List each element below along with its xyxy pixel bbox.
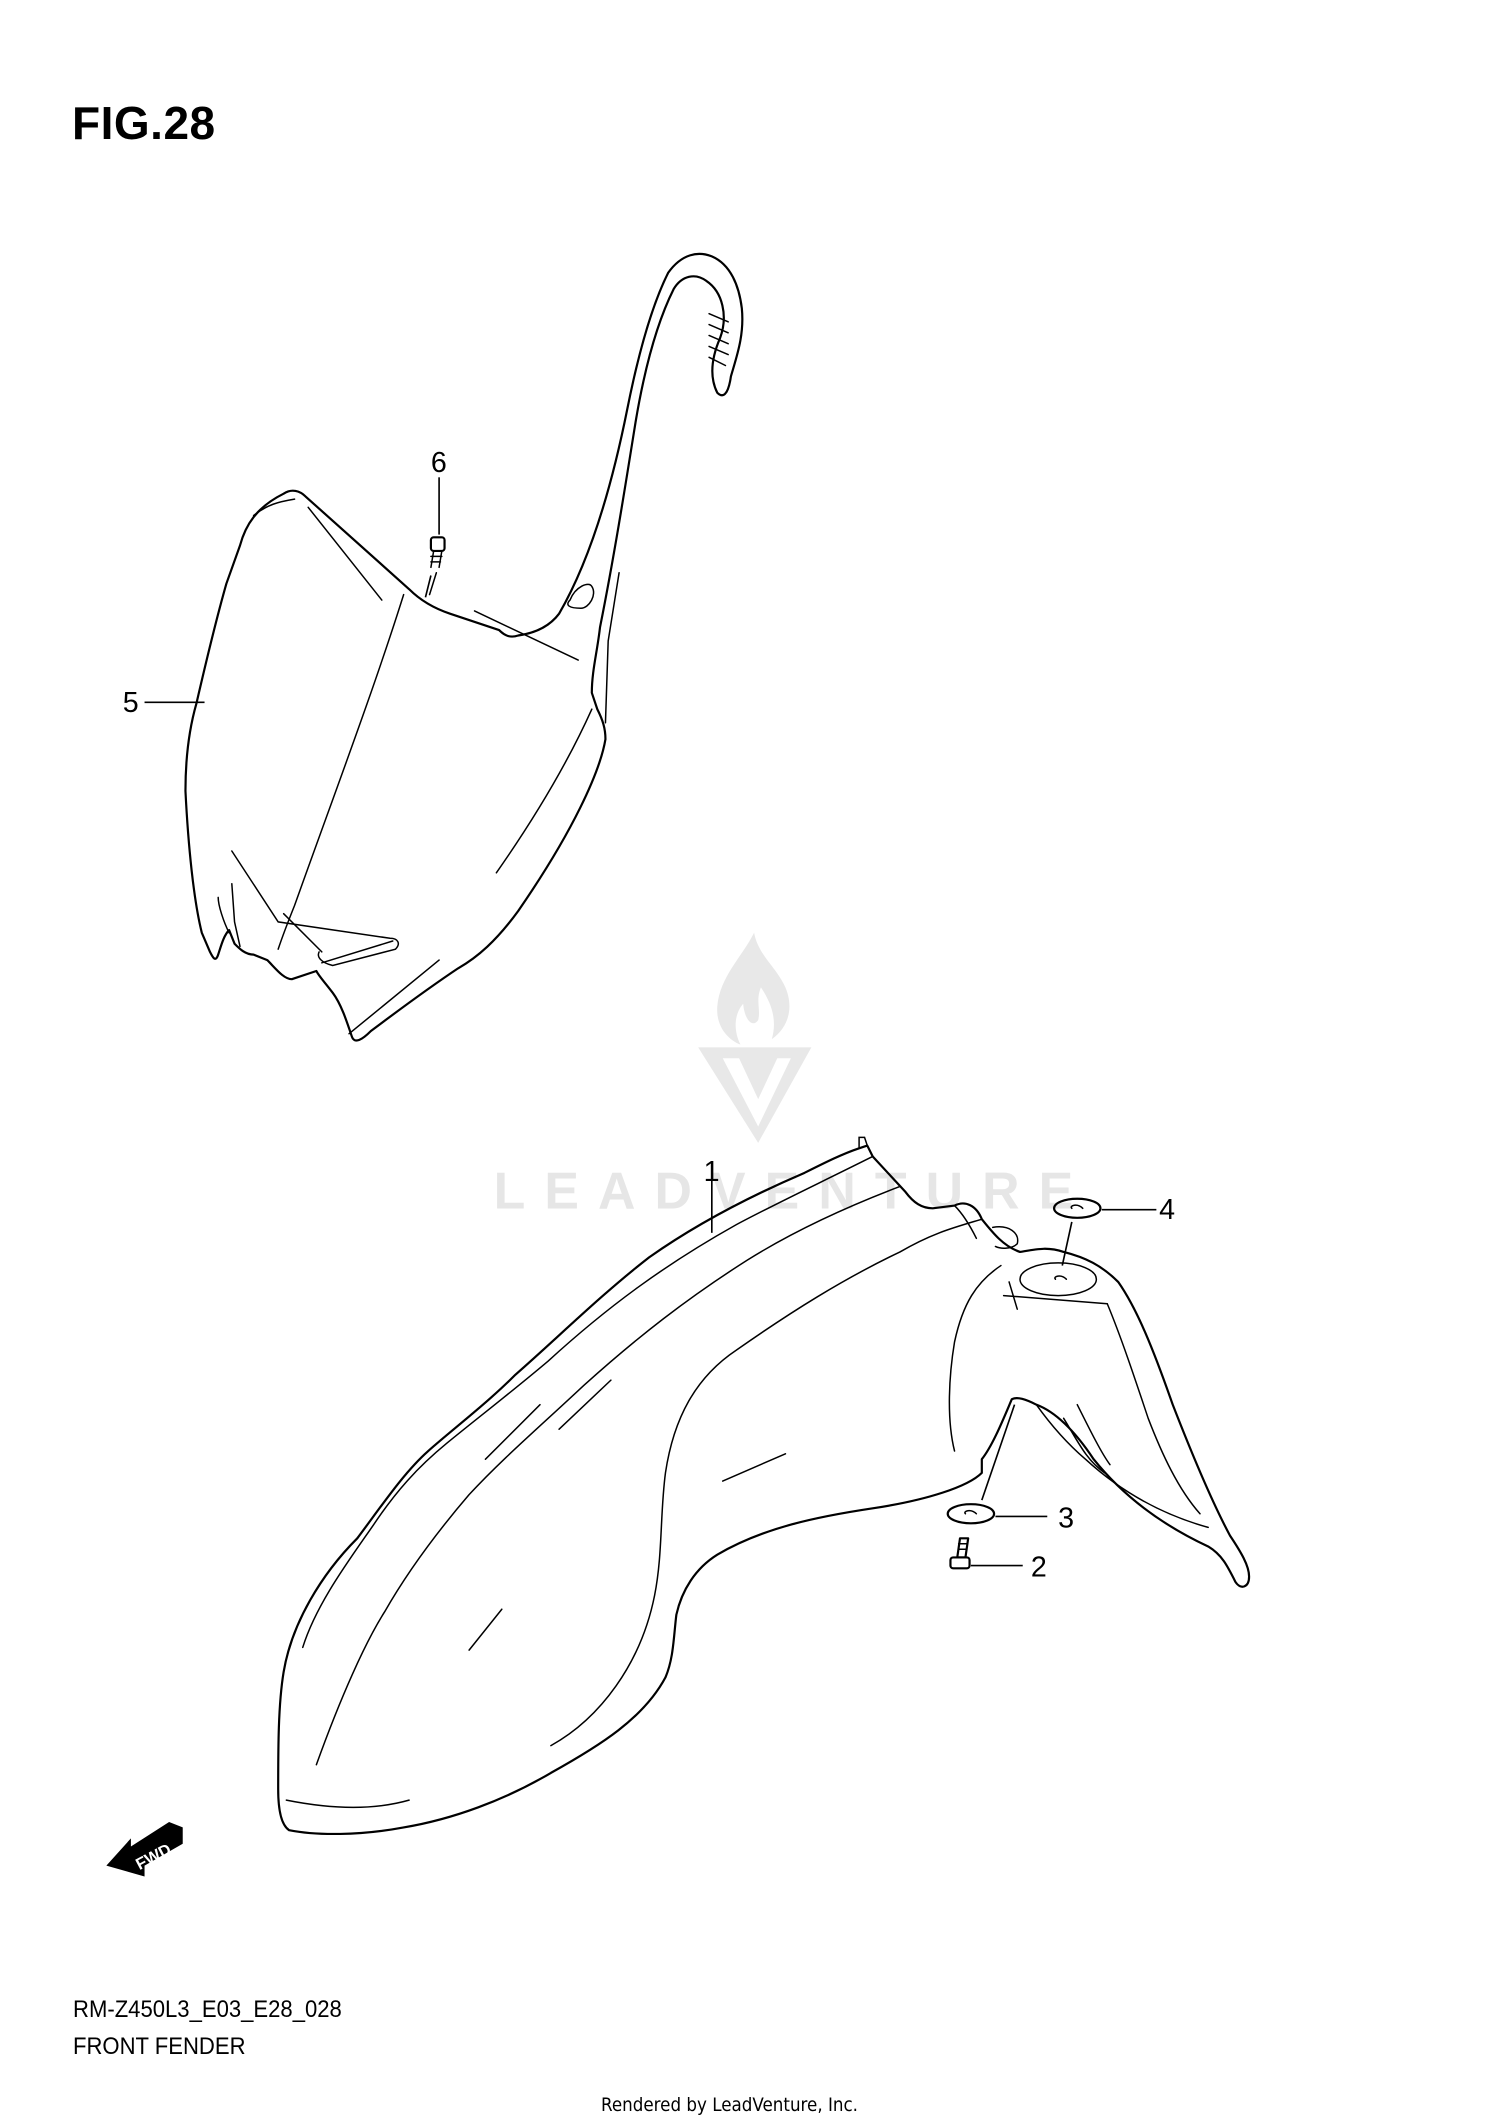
washer-upper-part[interactable]: [1053, 1197, 1102, 1219]
callout-5[interactable]: 5: [123, 687, 139, 719]
model-code: RM-Z450L3_E03_E28_028: [73, 1996, 342, 2023]
callout-3-leader-upper: [981, 1404, 1016, 1501]
figure-title: FIG.28: [72, 97, 216, 149]
bolt-part[interactable]: [949, 1537, 971, 1570]
callout-3[interactable]: 3: [1058, 1502, 1074, 1534]
callout-6-leader-lower: [424, 575, 432, 598]
watermark-text: LEADVENTURE: [494, 1161, 1093, 1219]
rendered-by: Rendered by LeadVenture, Inc.: [601, 2094, 859, 2116]
callout-6[interactable]: 6: [431, 447, 447, 479]
figure-name: FRONT FENDER: [73, 2033, 246, 2060]
callout-4[interactable]: 4: [1159, 1194, 1175, 1226]
screw-part[interactable]: [429, 536, 446, 569]
callout-4-leader-lower: [1061, 1221, 1073, 1266]
callout-1[interactable]: 1: [704, 1156, 720, 1188]
front-fender-part[interactable]: [277, 1136, 1251, 1836]
number-plate-part[interactable]: [184, 252, 744, 1042]
leadventure-logo-icon: [698, 932, 812, 1143]
callout-2[interactable]: 2: [1031, 1551, 1047, 1583]
forward-arrow-icon: FWD: [106, 1821, 183, 1877]
washer-part[interactable]: [946, 1503, 996, 1525]
